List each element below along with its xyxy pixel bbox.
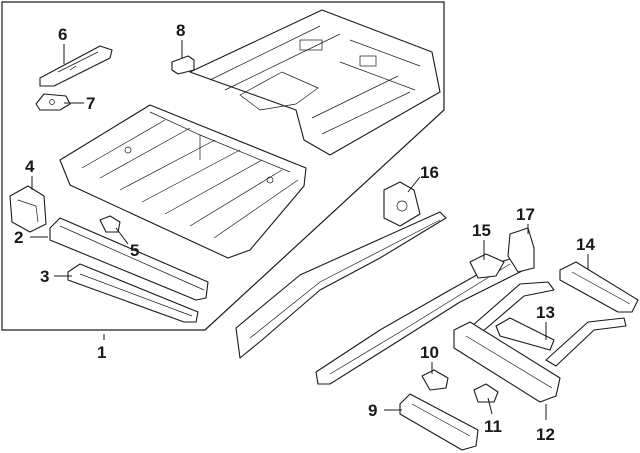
leader-5 xyxy=(115,227,129,245)
callout-6: 6 xyxy=(58,25,67,44)
assembly-1-frame xyxy=(1,1,445,331)
leader-11 xyxy=(487,397,493,415)
part-10-bracket[interactable] xyxy=(421,369,449,391)
part-15-bracket[interactable] xyxy=(469,253,505,279)
side-rail-left[interactable] xyxy=(235,211,447,359)
callout-5: 5 xyxy=(130,241,139,260)
callout-16: 16 xyxy=(420,163,439,182)
callout-14: 14 xyxy=(576,235,595,254)
rear-floor-pan[interactable] xyxy=(189,9,441,156)
part-9-panel[interactable] xyxy=(399,393,479,451)
part-12-member[interactable] xyxy=(453,321,561,403)
callout-7: 7 xyxy=(86,94,95,113)
callout-1: 1 xyxy=(97,343,106,362)
front-floor-pan[interactable] xyxy=(59,104,307,259)
callout-3: 3 xyxy=(40,267,49,286)
rear-curved-rail-b[interactable] xyxy=(545,317,627,367)
part-11-bracket[interactable] xyxy=(473,383,499,403)
leader-16 xyxy=(407,176,421,193)
callout-11: 11 xyxy=(484,417,502,436)
part-16-bracket[interactable] xyxy=(383,181,421,227)
part-5-clip[interactable] xyxy=(99,215,121,233)
part-13-panel[interactable] xyxy=(495,317,555,351)
callout-9: 9 xyxy=(368,401,377,420)
callout-13: 13 xyxy=(536,303,555,322)
callout-10: 10 xyxy=(420,343,439,362)
part-14-rail[interactable] xyxy=(559,261,639,313)
callout-4: 4 xyxy=(25,157,35,176)
callout-2: 2 xyxy=(14,228,23,247)
part-6-bracket[interactable] xyxy=(39,45,113,87)
part-2-crossmember[interactable] xyxy=(49,217,209,301)
part-4-gusset[interactable] xyxy=(9,185,47,233)
callout-15: 15 xyxy=(472,221,491,240)
part-8-block[interactable] xyxy=(171,55,195,75)
callout-8: 8 xyxy=(176,21,185,40)
callout-17: 17 xyxy=(516,205,535,224)
callout-12: 12 xyxy=(536,425,555,444)
part-7-bracket[interactable] xyxy=(35,93,71,111)
part-3-crossmember[interactable] xyxy=(67,263,199,323)
